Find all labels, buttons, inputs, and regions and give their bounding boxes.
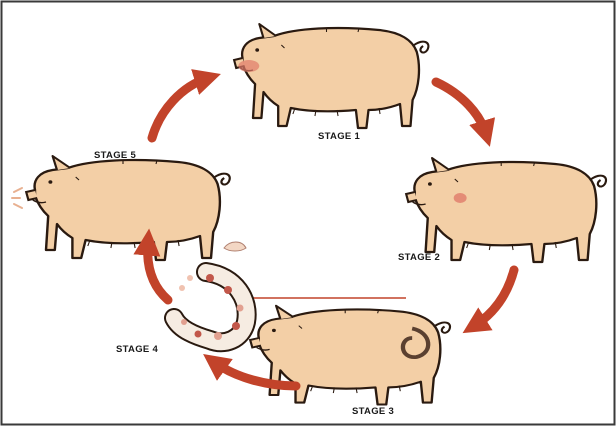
stage-5-label: STAGE 5 [94, 150, 136, 161]
stage-4-label: STAGE 4 [116, 344, 158, 355]
stage-3-label: STAGE 3 [352, 406, 394, 417]
stage-2-label: STAGE 2 [398, 252, 440, 263]
stage-1-label: STAGE 1 [318, 131, 360, 142]
